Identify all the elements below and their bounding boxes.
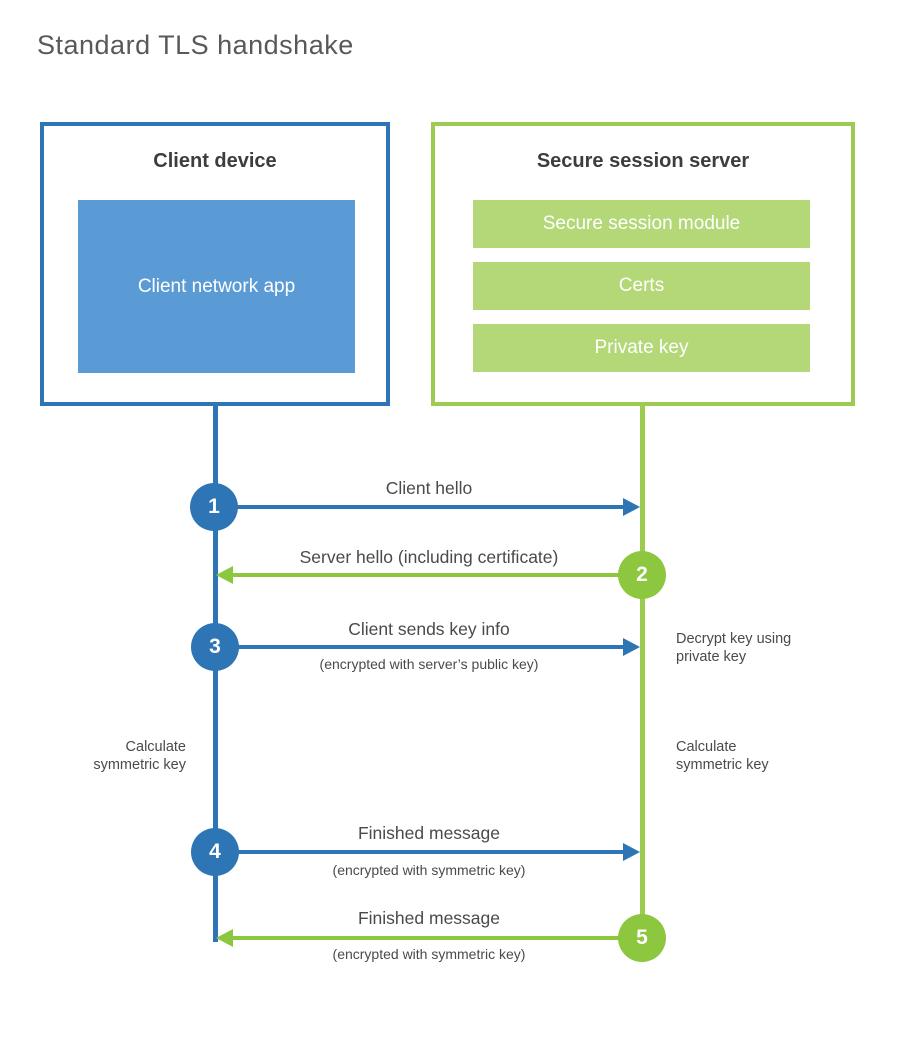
step-number: 4 bbox=[209, 840, 221, 863]
message-client-hello: Client hello bbox=[385, 478, 473, 498]
arrowhead-left-icon bbox=[216, 929, 233, 947]
message-server-hello: Server hello (including certificate) bbox=[299, 547, 559, 567]
arrow-line-step4 bbox=[214, 850, 624, 854]
message-finished-server: Finished message bbox=[357, 908, 501, 928]
client-network-app-label: Client network app bbox=[137, 275, 296, 297]
step-circle-2: 2 bbox=[618, 551, 666, 599]
server-lifeline bbox=[640, 404, 645, 938]
arrow-line-step3 bbox=[214, 645, 624, 649]
server-module-certs: Certs bbox=[473, 262, 810, 310]
arrow-line-step2 bbox=[232, 573, 642, 577]
arrowhead-right-icon bbox=[623, 843, 640, 861]
message-finished-client-sub: (encrypted with symmetric key) bbox=[332, 862, 526, 878]
message-client-key-info: Client sends key info bbox=[348, 619, 510, 639]
diagram-title: Standard TLS handshake bbox=[37, 30, 354, 60]
message-finished-server-sub: (encrypted with symmetric key) bbox=[332, 946, 526, 962]
step-circle-3: 3 bbox=[191, 623, 239, 671]
arrow-line-step1 bbox=[214, 505, 624, 509]
arrow-line-step5 bbox=[232, 936, 642, 940]
server-module-private-key: Private key bbox=[473, 324, 810, 372]
step-circle-1: 1 bbox=[190, 483, 238, 531]
secure-session-server-box: Secure session server Secure session mod… bbox=[431, 122, 855, 406]
message-finished-client: Finished message bbox=[357, 823, 501, 843]
server-heading: Secure session server bbox=[536, 150, 750, 172]
step-circle-5: 5 bbox=[618, 914, 666, 962]
server-module-secure-session-module: Secure session module bbox=[473, 200, 810, 248]
arrowhead-left-icon bbox=[216, 566, 233, 584]
client-device-heading: Client device bbox=[153, 150, 277, 172]
client-lifeline bbox=[213, 404, 218, 942]
step-number: 2 bbox=[636, 563, 648, 586]
message-client-key-info-sub: (encrypted with server’s public key) bbox=[319, 656, 539, 672]
step-number: 3 bbox=[209, 635, 221, 658]
step-circle-4: 4 bbox=[191, 828, 239, 876]
client-network-app-block: Client network app bbox=[78, 200, 355, 373]
note-decrypt-key: Decrypt key using private key bbox=[676, 631, 792, 666]
client-device-box: Client device Client network app bbox=[40, 122, 390, 406]
arrowhead-right-icon bbox=[623, 638, 640, 656]
arrowhead-right-icon bbox=[623, 498, 640, 516]
note-calc-symmetric-left: Calculate symmetric key bbox=[93, 739, 186, 774]
note-calc-symmetric-right: Calculate symmetric key bbox=[676, 739, 769, 774]
step-number: 1 bbox=[208, 495, 220, 518]
step-number: 5 bbox=[636, 926, 648, 949]
